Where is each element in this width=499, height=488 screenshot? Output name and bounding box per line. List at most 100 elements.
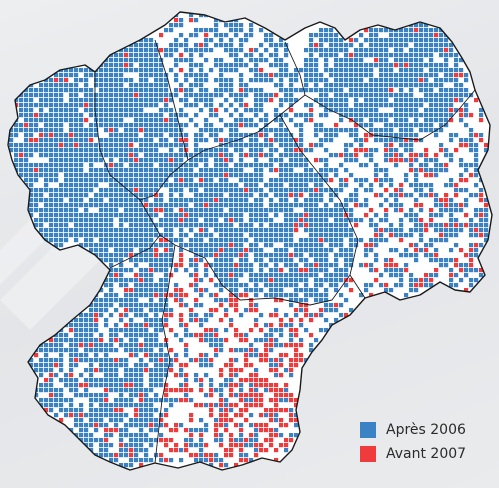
- grid-cell-recent: [194, 223, 199, 228]
- grid-cell-old: [304, 213, 309, 218]
- grid-cell-recent: [444, 38, 449, 43]
- grid-cell-recent: [89, 168, 94, 173]
- grid-cell-recent: [144, 233, 149, 238]
- grid-cell-recent: [204, 193, 209, 198]
- grid-cell-old: [294, 223, 299, 228]
- grid-cell-recent: [364, 178, 369, 183]
- grid-cell-old: [169, 348, 174, 353]
- grid-cell-recent: [194, 208, 199, 213]
- grid-cell-recent: [184, 178, 189, 183]
- grid-cell-recent: [444, 88, 449, 93]
- grid-cell-recent: [344, 258, 349, 263]
- grid-cell-old: [464, 178, 469, 183]
- grid-cell-recent: [89, 363, 94, 368]
- grid-cell-recent: [49, 143, 54, 148]
- grid-cell-recent: [314, 218, 319, 223]
- grid-cell-recent: [454, 188, 459, 193]
- grid-cell-recent: [249, 148, 254, 153]
- grid-cell-recent: [319, 143, 324, 148]
- grid-cell-recent: [54, 88, 59, 93]
- grid-cell-recent: [249, 178, 254, 183]
- grid-cell-old: [89, 138, 94, 143]
- grid-cell-recent: [114, 83, 119, 88]
- grid-cell-recent: [114, 308, 119, 313]
- grid-cell-recent: [109, 253, 114, 258]
- grid-cell-recent: [279, 228, 284, 233]
- grid-cell-recent: [89, 358, 94, 363]
- grid-cell-recent: [149, 248, 154, 253]
- grid-cell-recent: [294, 203, 299, 208]
- grid-cell-recent: [354, 198, 359, 203]
- grid-cell-recent: [289, 333, 294, 338]
- grid-cell-recent: [404, 158, 409, 163]
- grid-cell-recent: [234, 48, 239, 53]
- legend-swatch-old: [360, 446, 376, 462]
- grid-cell-recent: [149, 348, 154, 353]
- grid-cell-recent: [254, 448, 259, 453]
- grid-cell-recent: [134, 168, 139, 173]
- grid-cell-recent: [379, 118, 384, 123]
- grid-cell-recent: [409, 103, 414, 108]
- grid-cell-recent: [149, 368, 154, 373]
- grid-cell-recent: [289, 183, 294, 188]
- grid-cell-old: [184, 428, 189, 433]
- grid-cell-recent: [364, 98, 369, 103]
- grid-cell-recent: [44, 168, 49, 173]
- grid-cell-recent: [229, 88, 234, 93]
- grid-cell-recent: [134, 88, 139, 93]
- grid-cell-recent: [29, 188, 34, 193]
- grid-cell-recent: [99, 383, 104, 388]
- grid-cell-recent: [124, 178, 129, 183]
- department-border: [304, 89, 476, 141]
- grid-cell-recent: [119, 148, 124, 153]
- grid-cell-recent: [124, 328, 129, 333]
- grid-cell-recent: [409, 48, 414, 53]
- grid-cell-recent: [314, 293, 319, 298]
- grid-cell-recent: [74, 408, 79, 413]
- grid-cell-recent: [139, 443, 144, 448]
- grid-cell-old: [299, 218, 304, 223]
- grid-cell-old: [209, 358, 214, 363]
- grid-cell-recent: [29, 208, 34, 213]
- grid-cell-recent: [264, 123, 269, 128]
- grid-cell-recent: [479, 108, 484, 113]
- grid-cell-recent: [149, 103, 154, 108]
- grid-cell-recent: [404, 38, 409, 43]
- grid-cell-recent: [49, 138, 54, 143]
- grid-cell-recent: [114, 138, 119, 143]
- grid-cell-old: [134, 158, 139, 163]
- grid-cell-recent: [324, 98, 329, 103]
- grid-cell-recent: [89, 198, 94, 203]
- grid-cell-recent: [479, 113, 484, 118]
- grid-cell-recent: [204, 138, 209, 143]
- grid-cell-recent: [324, 33, 329, 38]
- grid-cell-recent: [194, 268, 199, 273]
- grid-cell-old: [274, 383, 279, 388]
- grid-cell-recent: [359, 78, 364, 83]
- grid-cell-recent: [244, 208, 249, 213]
- grid-cell-recent: [129, 343, 134, 348]
- grid-cell-recent: [194, 378, 199, 383]
- grid-cell-recent: [74, 343, 79, 348]
- grid-cell-recent: [134, 203, 139, 208]
- grid-cell-recent: [239, 313, 244, 318]
- grid-cell-recent: [104, 248, 109, 253]
- grid-cell-recent: [79, 78, 84, 83]
- grid-cell-recent: [229, 48, 234, 53]
- grid-cell-recent: [194, 183, 199, 188]
- grid-cell-recent: [189, 213, 194, 218]
- grid-cell-recent: [124, 148, 129, 153]
- grid-cell-recent: [349, 143, 354, 148]
- grid-cell-recent: [99, 213, 104, 218]
- grid-cell-recent: [169, 148, 174, 153]
- grid-cell-old: [344, 178, 349, 183]
- grid-cell-old: [274, 433, 279, 438]
- grid-cell-recent: [39, 383, 44, 388]
- grid-cell-recent: [94, 438, 99, 443]
- grid-cell-recent: [389, 103, 394, 108]
- grid-cell-recent: [274, 148, 279, 153]
- grid-cell-recent: [59, 208, 64, 213]
- grid-cell-recent: [284, 68, 289, 73]
- grid-cell-recent: [214, 218, 219, 223]
- grid-cell-recent: [194, 63, 199, 68]
